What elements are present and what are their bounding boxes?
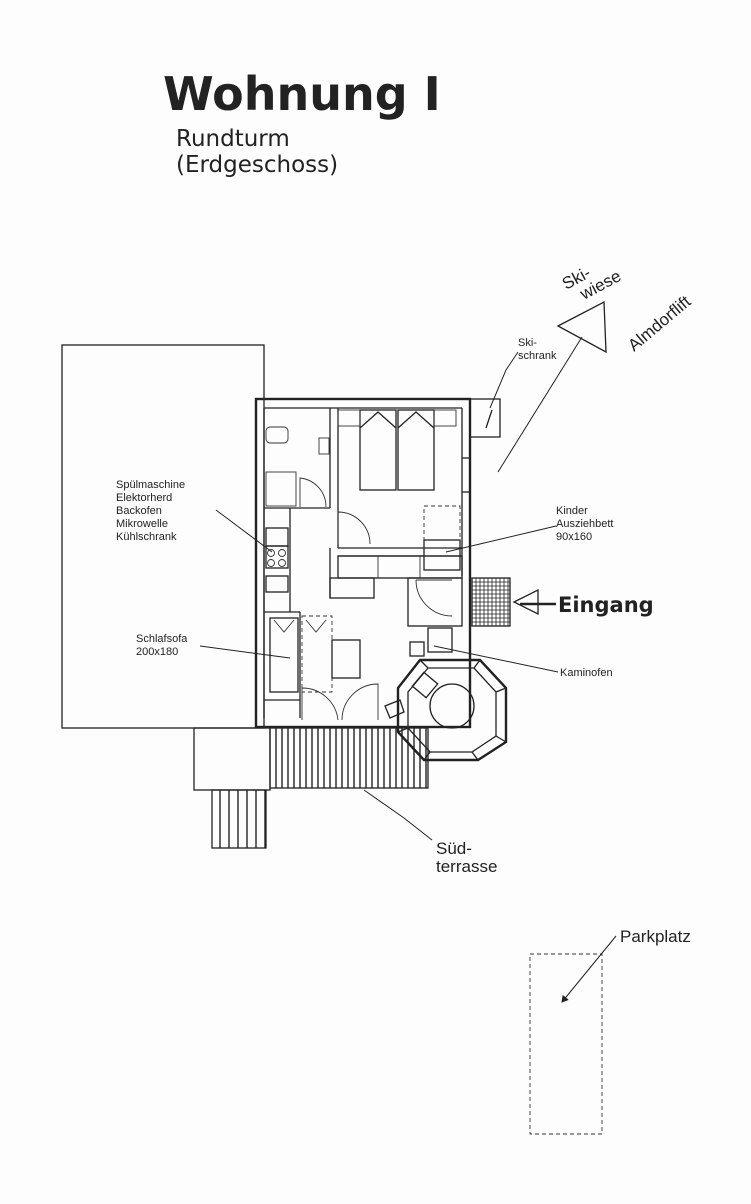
leader-kaminofen [433, 645, 559, 673]
entrance-arrow-icon [512, 588, 539, 616]
leader-suedterrasse [363, 789, 433, 841]
label-kitchen-1: Elektorherd [116, 492, 172, 504]
label-kitchen-4: Kühlschrank [116, 531, 177, 543]
label-suedterrasse-2: terrasse [436, 857, 497, 876]
label-schlafsofa-1: 200x180 [136, 646, 178, 658]
label-kinderbett-0: Kinder [556, 505, 588, 517]
label-kinderbett-2: 90x160 [556, 531, 592, 543]
label-parkplatz: Parkplatz [620, 927, 691, 946]
plan-subtitle-erdgeschoss: (Erdgeschoss) [176, 152, 338, 178]
label-almdorflift: Almdorflift [624, 292, 694, 355]
apartment-walls [254, 397, 501, 729]
leader-kinderbett [445, 525, 557, 553]
round-tower [396, 658, 508, 762]
label-schlafsofa-0: Schlafsofa [136, 633, 188, 645]
label-skischrank-2: schrank [518, 350, 557, 362]
leader-kitchen [215, 509, 273, 553]
parking-space [529, 953, 603, 1135]
label-kitchen-3: Mikrowelle [116, 518, 168, 530]
almdorflift-line [497, 336, 583, 473]
label-kinderbett-1: Ausziehbett [556, 518, 613, 530]
label-eingang: Eingang [558, 593, 654, 617]
label-kaminofen: Kaminofen [560, 667, 613, 679]
label-skischrank-1: Ski- [518, 337, 537, 349]
plan-title: Wohnung I [163, 67, 441, 121]
plan-subtitle-rundturm: Rundturm [176, 126, 290, 152]
leader-parkplatz [561, 935, 617, 1003]
south-terrace [193, 727, 429, 849]
leader-schlafsofa [199, 645, 291, 659]
ski-slope-triangle-icon [556, 300, 607, 354]
label-kitchen-2: Backofen [116, 505, 162, 517]
leader-skischrank [489, 351, 519, 409]
entrance-mat [471, 577, 511, 627]
label-kitchen-0: Spülmaschine [116, 479, 185, 491]
label-suedterrasse-1: Süd- [436, 839, 472, 858]
